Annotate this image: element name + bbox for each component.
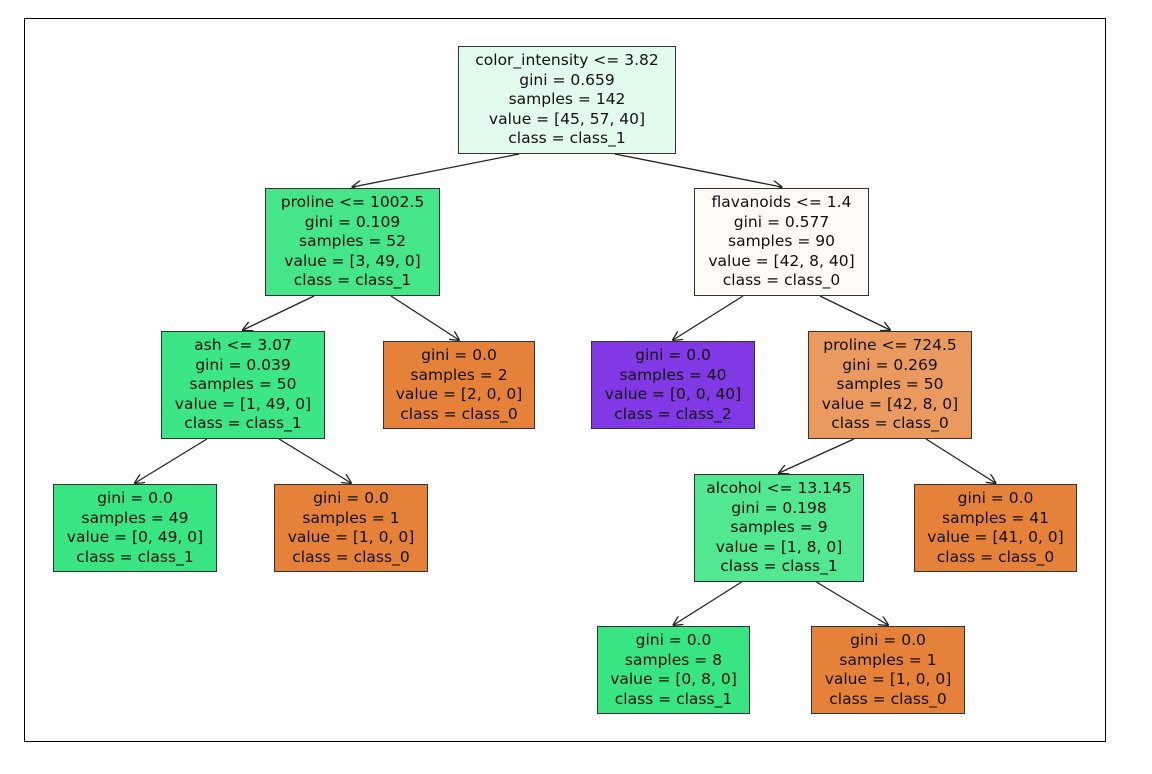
node-line: value = [3, 49, 0]	[284, 251, 421, 270]
edge-n2-n3	[135, 438, 208, 483]
node-line: proline <= 724.5	[823, 336, 957, 355]
node-line: samples = 40	[619, 365, 727, 384]
node-line: samples = 1	[839, 650, 937, 669]
node-line: value = [0, 0, 40]	[604, 385, 742, 403]
node-line: samples = 2	[410, 365, 508, 384]
edge-n6-n7	[673, 295, 744, 340]
node-line: samples = 49	[81, 508, 189, 527]
edge-n2-n4	[278, 438, 351, 483]
node-line: class = class_1	[508, 129, 626, 148]
node-line: ash <= 3.07	[194, 336, 292, 355]
node-line: color_intensity <= 3.82	[475, 51, 659, 70]
node-line: value = [1, 0, 0]	[824, 670, 952, 688]
node-line: gini = 0.0	[957, 489, 1034, 507]
node-line: class = class_0	[829, 689, 947, 708]
node-line: value = [1, 49, 0]	[174, 394, 312, 413]
node-line: samples = 41	[942, 508, 1049, 527]
node-line: class = class_1	[720, 557, 838, 576]
node-line: samples = 9	[730, 518, 828, 537]
node-line: value = [45, 57, 40]	[488, 109, 646, 128]
node-line: value = [2, 0, 0]	[395, 385, 523, 403]
node-line: gini = 0.0	[97, 489, 173, 507]
node-line: flavanoids <= 1.4	[711, 193, 852, 212]
node-line: class = class_1	[76, 547, 194, 566]
edge-n8-n12	[925, 438, 995, 483]
node-line: samples = 50	[836, 375, 944, 394]
node-line: samples = 142	[508, 90, 626, 109]
node-line: class = class_0	[400, 404, 518, 423]
edge-n9-n11	[816, 581, 888, 625]
node-line: gini = 0.269	[842, 355, 938, 374]
node-line: gini = 0.0	[635, 346, 711, 364]
node-line: samples = 50	[189, 375, 297, 394]
node-line: class = class_1	[184, 414, 302, 433]
edge-n0-n1	[353, 153, 520, 187]
node-line: value = [42, 8, 0]	[821, 394, 959, 413]
node-line: samples = 90	[728, 232, 835, 251]
node-line: value = [0, 8, 0]	[610, 670, 737, 688]
node-line: samples = 8	[624, 650, 723, 669]
node-line: gini = 0.039	[195, 355, 291, 374]
node-line: class = class_0	[936, 547, 1055, 566]
node-line: class = class_0	[292, 547, 410, 566]
node-line: gini = 0.577	[733, 212, 830, 231]
edge-n8-n9	[779, 438, 855, 473]
node-line: gini = 0.659	[519, 70, 615, 89]
node-line: class = class_2	[614, 404, 732, 423]
node-line: samples = 52	[299, 232, 406, 251]
node-line: gini = 0.198	[731, 498, 827, 517]
node-line: value = [1, 8, 0]	[715, 537, 843, 556]
edge-n0-n6	[614, 153, 782, 187]
edge-n9-n10	[674, 581, 742, 625]
node-line: gini = 0.0	[421, 346, 497, 364]
node-line: value = [41, 0, 0]	[927, 528, 1064, 546]
node-line: gini = 0.109	[304, 212, 401, 231]
edge-n1-n5	[390, 295, 459, 340]
node-line: gini = 0.0	[635, 631, 712, 649]
node-line: class = class_1	[293, 271, 412, 290]
node-line: value = [1, 0, 0]	[287, 528, 415, 546]
node-line: alcohol <= 13.145	[706, 479, 852, 498]
node-line: samples = 1	[302, 508, 400, 527]
edge-n1-n2	[243, 295, 315, 330]
node-line: gini = 0.0	[313, 489, 389, 507]
node-line: class = class_0	[831, 414, 949, 433]
node-line: value = [0, 49, 0]	[66, 528, 204, 546]
node-line: class = class_1	[614, 689, 733, 708]
node-line: gini = 0.0	[850, 631, 926, 649]
node-line: value = [42, 8, 40]	[708, 251, 855, 270]
node-line: proline <= 1002.5	[280, 193, 425, 212]
edge-n6-n8	[819, 295, 890, 330]
node-line: class = class_0	[722, 271, 841, 290]
